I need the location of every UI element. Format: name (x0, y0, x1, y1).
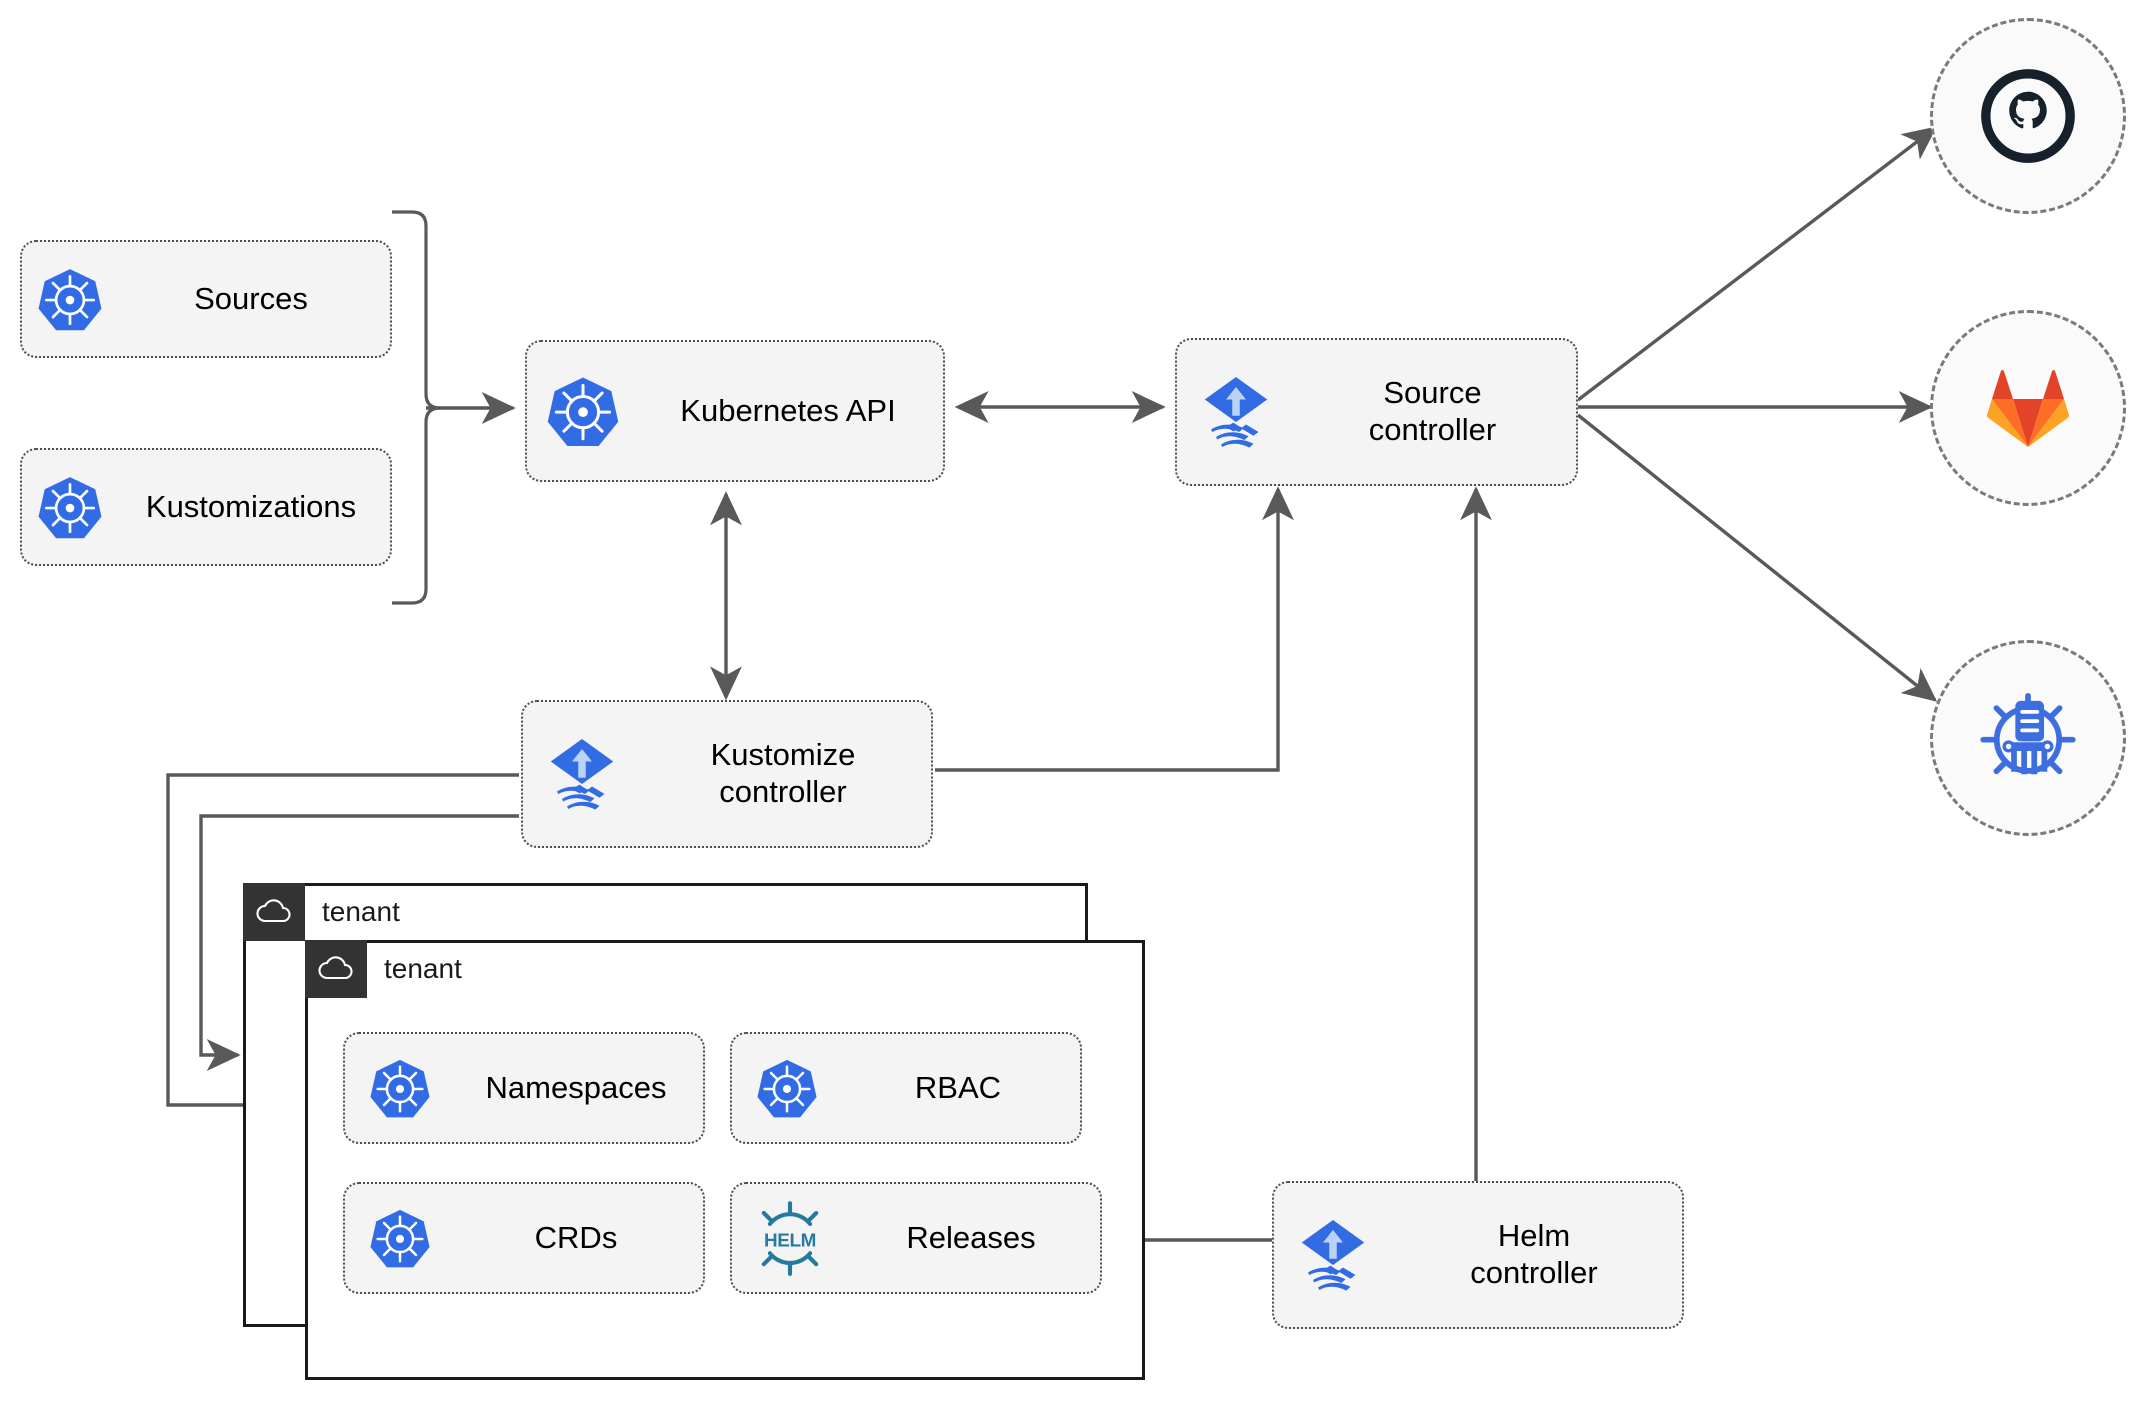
edge-source-controller-github (1576, 126, 1938, 402)
kubernetes-icon (732, 1032, 842, 1144)
tenant-inner-label: tenant (384, 953, 462, 984)
node-helm-controller[interactable]: Helm controller (1272, 1181, 1684, 1329)
node-source-controller[interactable]: Source controller (1175, 338, 1578, 486)
node-helm-controller-label: Helm controller (1470, 1218, 1598, 1290)
node-kubernetes-api[interactable]: Kubernetes API (525, 340, 945, 482)
node-kustomizations-label: Kustomizations (145, 488, 357, 524)
tenant-inner[interactable]: tenant (305, 940, 1145, 1380)
kubernetes-icon (345, 1032, 455, 1144)
node-kubernetes-api-label: Kubernetes API (680, 392, 896, 428)
edge-source-controller-helm-repository (1576, 413, 1938, 702)
node-sources[interactable]: Sources (20, 240, 392, 358)
cloud-icon (318, 956, 353, 980)
flux-icon (523, 700, 641, 848)
tenant-outer-label: tenant (322, 896, 400, 927)
kubernetes-icon (527, 340, 639, 482)
tenant-tab (305, 940, 367, 998)
kubernetes-icon (345, 1182, 455, 1294)
svg-text:HELM: HELM (764, 1230, 816, 1251)
tenant-tab (243, 883, 305, 941)
cloud-icon (256, 899, 291, 923)
resource-releases-label: Releases (906, 1219, 1036, 1255)
helm-icon: HELM (732, 1182, 848, 1294)
resource-rbac[interactable]: RBAC (730, 1032, 1082, 1144)
resource-releases[interactable]: HELM Releases (730, 1182, 1102, 1294)
helm-repository-icon (1980, 692, 2076, 775)
repository-gitlab[interactable] (1930, 310, 2126, 506)
node-kustomize-controller-label: Kustomize controller (710, 737, 856, 809)
github-icon (1981, 69, 2075, 163)
resource-crds[interactable]: CRDs (343, 1182, 705, 1294)
resource-namespaces-label: Namespaces (485, 1069, 667, 1105)
flux-icon (1177, 338, 1295, 486)
resource-rbac-label: RBAC (914, 1069, 1002, 1105)
kubernetes-icon (22, 240, 118, 358)
edge-inputs-brace (392, 210, 441, 605)
node-sources-label: Sources (194, 280, 308, 316)
node-kustomize-controller[interactable]: Kustomize controller (521, 700, 933, 848)
kubernetes-icon (22, 448, 118, 566)
flux-icon (1274, 1181, 1392, 1329)
node-kustomizations[interactable]: Kustomizations (20, 448, 392, 566)
resource-crds-label: CRDs (534, 1219, 618, 1255)
repository-github[interactable] (1930, 18, 2126, 214)
gitlab-icon (1987, 370, 2069, 447)
resource-namespaces[interactable]: Namespaces (343, 1032, 705, 1144)
edge-kustomize-controller-source-controller (935, 486, 1294, 772)
repository-helm-repository[interactable] (1930, 640, 2126, 836)
node-source-controller-label: Source controller (1368, 375, 1497, 447)
